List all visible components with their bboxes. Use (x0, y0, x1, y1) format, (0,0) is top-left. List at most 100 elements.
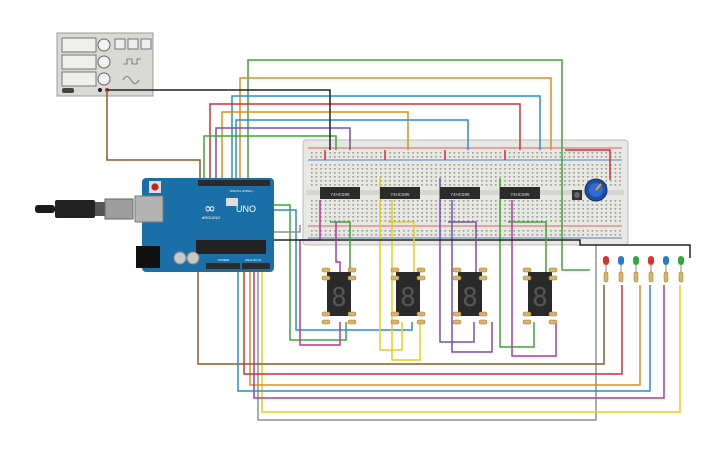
wire[interactable] (209, 103, 521, 185)
digital-header[interactable] (198, 180, 270, 186)
resistors[interactable] (321, 267, 558, 325)
wire[interactable] (235, 119, 469, 185)
led-red[interactable] (603, 256, 609, 283)
wire[interactable] (266, 209, 413, 331)
triangle-wave-button[interactable] (140, 38, 152, 50)
seven-segment-display-3[interactable]: 8 (458, 272, 482, 316)
resistor[interactable] (478, 311, 488, 317)
breadboard[interactable] (302, 139, 629, 246)
shift-register-1[interactable]: 74HC595 (320, 187, 360, 199)
wire[interactable] (106, 90, 201, 185)
resistor[interactable] (416, 267, 426, 273)
wire[interactable] (448, 221, 477, 272)
resistor[interactable] (522, 311, 532, 317)
wire[interactable] (565, 149, 611, 180)
wire[interactable] (249, 272, 641, 386)
shift-register-4[interactable]: 74HC595 (500, 187, 540, 199)
wire[interactable] (203, 135, 337, 185)
led-red[interactable] (648, 256, 654, 283)
resistor[interactable] (522, 267, 532, 273)
output-terminal[interactable] (62, 88, 74, 93)
led-blue[interactable] (618, 256, 624, 283)
wire[interactable] (508, 221, 547, 272)
resistor[interactable] (416, 311, 426, 317)
wire[interactable] (107, 89, 331, 150)
wire[interactable] (197, 272, 605, 365)
resistor[interactable] (416, 275, 426, 281)
resistor[interactable] (416, 319, 426, 325)
push-button[interactable] (572, 190, 582, 200)
wire[interactable] (261, 272, 681, 413)
resistor[interactable] (390, 311, 400, 317)
wire[interactable] (253, 272, 665, 399)
resistor[interactable] (522, 275, 532, 281)
wire[interactable] (511, 200, 557, 357)
wire[interactable] (243, 272, 623, 375)
wire[interactable] (388, 221, 415, 272)
resistor[interactable] (347, 275, 357, 281)
resistor[interactable] (548, 275, 558, 281)
resistor[interactable] (478, 267, 488, 273)
wire[interactable] (439, 178, 475, 343)
led-blue[interactable] (663, 256, 669, 283)
square-wave-button[interactable] (127, 38, 139, 50)
wire[interactable] (239, 77, 552, 185)
wire[interactable] (215, 127, 351, 185)
wire[interactable] (221, 111, 409, 185)
wire[interactable] (379, 178, 403, 351)
wire[interactable] (335, 222, 341, 272)
wires[interactable] (106, 59, 691, 421)
resistor[interactable] (321, 267, 331, 273)
seven-segment-display-4[interactable]: 8 (528, 272, 552, 316)
sine-wave-button[interactable] (114, 38, 126, 50)
power-header[interactable] (206, 263, 240, 269)
potentiometer[interactable] (584, 178, 608, 202)
wire[interactable] (231, 95, 541, 185)
arduino-uno[interactable]: ∞ ARDUINO UNO DIGITAL (PWM~) POWER ANALO… (134, 178, 274, 272)
wire[interactable] (499, 178, 535, 348)
resistor[interactable] (390, 267, 400, 273)
wire[interactable] (274, 239, 691, 258)
function-generator[interactable] (56, 32, 154, 97)
resistor[interactable] (548, 319, 558, 325)
led-green[interactable] (678, 256, 684, 283)
generator-knob-1[interactable] (97, 38, 111, 52)
resistor[interactable] (548, 267, 558, 273)
resistor[interactable] (347, 311, 357, 317)
resistor[interactable] (321, 311, 331, 317)
analog-header[interactable] (242, 263, 270, 269)
resistor[interactable] (390, 275, 400, 281)
resistor[interactable] (452, 275, 462, 281)
resistor[interactable] (548, 311, 558, 317)
resistor[interactable] (390, 319, 400, 325)
resistor[interactable] (522, 319, 532, 325)
status-leds[interactable] (603, 256, 684, 283)
wire[interactable] (451, 200, 493, 353)
wire[interactable] (272, 225, 301, 233)
shift-register-2[interactable]: 74HC595 (380, 187, 420, 199)
resistor[interactable] (478, 275, 488, 281)
resistor[interactable] (321, 275, 331, 281)
resistor[interactable] (321, 319, 331, 325)
arduino-model: UNO (236, 204, 256, 214)
generator-knob-3[interactable] (97, 72, 111, 86)
wire[interactable] (247, 59, 590, 271)
seven-segment-display-2[interactable]: 8 (396, 272, 420, 316)
wire[interactable] (262, 204, 347, 341)
resistor[interactable] (478, 319, 488, 325)
resistor[interactable] (452, 267, 462, 273)
led-green[interactable] (633, 256, 639, 283)
usb-cable[interactable] (35, 198, 134, 220)
output-terminal-negative[interactable] (98, 88, 102, 92)
wire[interactable] (299, 200, 341, 346)
wire[interactable] (257, 245, 597, 421)
shift-register-3[interactable]: 74HC595 (440, 187, 480, 199)
resistor[interactable] (347, 267, 357, 273)
resistor[interactable] (452, 311, 462, 317)
generator-knob-2[interactable] (97, 55, 111, 69)
resistor[interactable] (347, 319, 357, 325)
resistor[interactable] (452, 319, 462, 325)
wire[interactable] (237, 272, 651, 392)
seven-segment-display-1[interactable]: 8 (327, 272, 351, 316)
